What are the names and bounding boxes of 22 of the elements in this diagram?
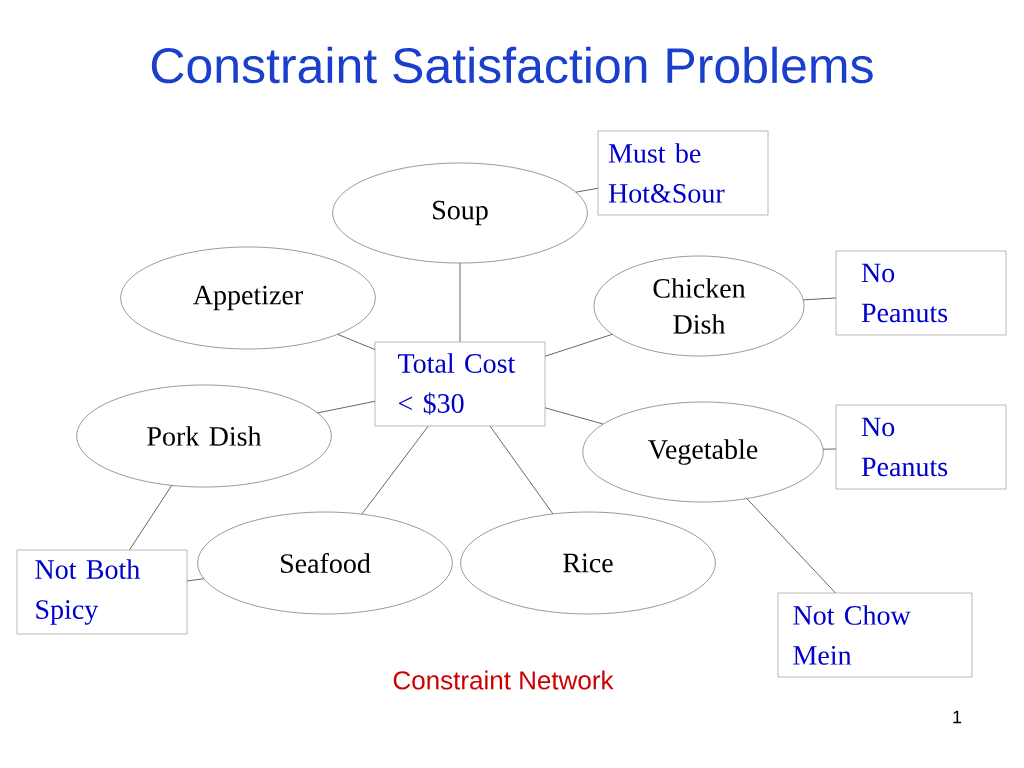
connector-line — [459, 262, 461, 343]
connector-line — [746, 498, 836, 594]
connector-line — [186, 578, 205, 582]
connector-line — [317, 400, 376, 414]
constraint-box: Not Both Spicy — [16, 549, 188, 635]
connector-line — [822, 448, 837, 450]
constraint-box: No Peanuts — [835, 404, 1007, 490]
connector-line — [337, 334, 376, 350]
connector-line — [489, 425, 554, 515]
caption-text: Constraint Network — [393, 670, 614, 690]
connector-line — [575, 187, 599, 193]
connector-line — [129, 485, 172, 551]
connector-line — [361, 425, 429, 515]
constraint-box: No Peanuts — [835, 250, 1007, 336]
connector-line — [803, 297, 837, 301]
constraint-box: Not Chow Mein — [777, 592, 973, 678]
connector-line — [544, 407, 604, 425]
title: Constraint Satisfaction Problems — [151, 46, 873, 84]
page-number: 1 — [953, 710, 962, 724]
connector-line — [544, 334, 613, 357]
constraint-box: Total Cost < $30 — [374, 341, 546, 427]
constraint-box: Must be Hot&Sour — [597, 130, 769, 216]
